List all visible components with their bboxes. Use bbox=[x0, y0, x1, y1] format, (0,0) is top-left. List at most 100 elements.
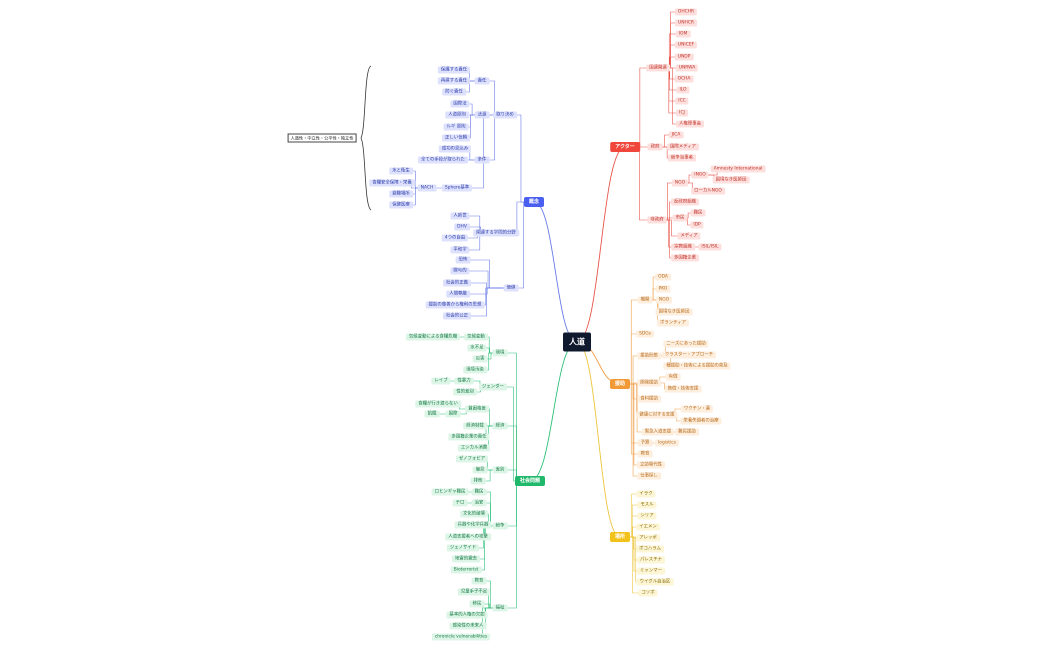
topic-node[interactable]: ロヒンギャ難民 bbox=[431, 488, 469, 496]
topic-node[interactable]: 国連関連 bbox=[646, 64, 670, 72]
topic-node[interactable]: 環境汚染 bbox=[463, 366, 487, 374]
topic-node[interactable]: イラク bbox=[636, 490, 656, 498]
topic-node[interactable]: 多国籍企業 bbox=[671, 254, 699, 262]
topic-node[interactable]: 栄養失調者の治療 bbox=[680, 417, 722, 425]
topic-node[interactable]: 平和学 bbox=[450, 246, 470, 254]
topic-node[interactable]: 人道支援者への攻撃 bbox=[445, 533, 491, 541]
topic-node[interactable]: 人権理事会 bbox=[676, 120, 704, 128]
topic-node[interactable]: ローカルNGO bbox=[691, 187, 725, 195]
topic-node[interactable]: 災害 bbox=[472, 355, 488, 363]
topic-node[interactable]: 保健医療 bbox=[389, 201, 413, 209]
topic-node[interactable]: 人間尊厳 bbox=[446, 290, 470, 298]
topic-node[interactable]: クラスター・アプローチ bbox=[661, 351, 717, 359]
topic-node[interactable]: 反政府組織 bbox=[671, 198, 699, 206]
topic-node[interactable]: 贈与的 bbox=[450, 267, 470, 275]
topic-node[interactable]: 予算 bbox=[637, 439, 653, 447]
topic-node[interactable]: 法源 bbox=[474, 111, 490, 119]
topic-node[interactable]: OHCHR bbox=[674, 8, 698, 16]
topic-node[interactable]: Bioterrorist bbox=[450, 566, 482, 574]
topic-node[interactable]: 援助の慈善から権利の思想 bbox=[425, 301, 485, 309]
topic-node[interactable]: 成功の見込み bbox=[438, 145, 472, 153]
topic-node[interactable]: 食糧が行き渡らない bbox=[415, 400, 461, 408]
summary-note[interactable]: 人道性・中立性・公平性・独立性 bbox=[287, 133, 357, 143]
topic-node[interactable]: NGO bbox=[655, 296, 673, 304]
topic-node[interactable]: 緊急人道支援 bbox=[641, 428, 675, 436]
topic-node[interactable]: 責任 bbox=[474, 77, 490, 85]
topic-node[interactable]: 宗教組織 bbox=[671, 243, 695, 251]
topic-node[interactable]: 社会的正義 bbox=[443, 279, 471, 287]
topic-node[interactable]: 差別 bbox=[492, 466, 508, 474]
topic-node[interactable]: 仕事探し bbox=[637, 472, 661, 480]
topic-node[interactable]: ILO bbox=[676, 86, 690, 94]
topic-node[interactable]: メディア bbox=[677, 232, 701, 240]
topic-node[interactable]: ウイグル自治区 bbox=[636, 578, 674, 586]
topic-node[interactable]: chronicle vulnerabilities bbox=[431, 633, 491, 641]
topic-node[interactable]: 社会的公正 bbox=[443, 312, 471, 320]
main-topic-1[interactable]: アクター bbox=[610, 142, 640, 152]
topic-node[interactable]: 避難場所 bbox=[389, 190, 413, 198]
topic-node[interactable]: 難民 bbox=[471, 488, 487, 496]
topic-node[interactable]: コソボ bbox=[638, 589, 658, 597]
topic-node[interactable]: 政府 bbox=[647, 143, 663, 151]
topic-node[interactable]: UNICEF bbox=[674, 41, 698, 49]
topic-node[interactable]: ゼノフォビア bbox=[455, 455, 489, 463]
topic-node[interactable]: UNDP bbox=[674, 53, 694, 61]
topic-node[interactable]: ニーズにあった援助 bbox=[663, 340, 709, 348]
topic-node[interactable]: OCHA bbox=[674, 75, 694, 83]
topic-node[interactable]: 文化的破壊 bbox=[460, 510, 488, 518]
topic-node[interactable]: 貧困格差 bbox=[465, 405, 489, 413]
topic-node[interactable]: 環境 bbox=[492, 349, 508, 357]
topic-node[interactable]: 移民 bbox=[469, 600, 485, 608]
topic-node[interactable]: 経済 bbox=[492, 422, 508, 430]
topic-node[interactable]: 開発援助 bbox=[637, 379, 661, 387]
topic-node[interactable]: 難民 bbox=[690, 209, 706, 217]
topic-node[interactable]: ミャンマー bbox=[637, 567, 665, 575]
topic-node[interactable]: パレスチナ bbox=[637, 556, 665, 564]
topic-node[interactable]: 全ての手段が取られた bbox=[418, 156, 468, 164]
topic-node[interactable]: IOM bbox=[675, 30, 691, 38]
topic-node[interactable]: 基本的人権の欠如 bbox=[446, 611, 488, 619]
topic-node[interactable]: 気候変動による食糧危機 bbox=[405, 333, 461, 341]
topic-node[interactable]: ODA bbox=[655, 273, 671, 281]
topic-node[interactable]: 性的差別 bbox=[453, 388, 477, 396]
topic-node[interactable]: 種援助・技術による援助の普及 bbox=[663, 362, 731, 370]
topic-node[interactable]: 水不足 bbox=[467, 344, 487, 352]
topic-node[interactable]: 紛争当事者 bbox=[668, 154, 696, 162]
topic-node[interactable]: 多国籍企業の責任 bbox=[448, 433, 490, 441]
topic-node[interactable]: ルギ 原則 bbox=[443, 123, 469, 131]
topic-node[interactable]: NACH bbox=[417, 184, 437, 192]
topic-node[interactable]: 国際メディア bbox=[666, 143, 700, 151]
topic-node[interactable]: 飢餓 bbox=[424, 410, 440, 418]
topic-node[interactable]: DHV bbox=[454, 223, 470, 231]
topic-node[interactable]: 紛争 bbox=[492, 522, 508, 530]
topic-node[interactable]: 食料援助 bbox=[637, 395, 661, 403]
topic-node[interactable]: Sphere基準 bbox=[441, 184, 473, 192]
topic-node[interactable]: 人道原則 bbox=[445, 111, 469, 119]
topic-node[interactable]: アレッポ bbox=[636, 534, 660, 542]
main-topic-4[interactable]: 社会問題 bbox=[514, 476, 546, 486]
topic-node[interactable]: JICA bbox=[668, 131, 684, 139]
topic-node[interactable]: 条件 bbox=[474, 156, 490, 164]
topic-node[interactable]: 食糧安全保障・栄養 bbox=[369, 179, 415, 187]
topic-node[interactable]: 偏見 bbox=[472, 466, 488, 474]
topic-node[interactable]: 健康に対する支援 bbox=[636, 411, 678, 419]
topic-node[interactable]: 難民援助 bbox=[675, 428, 699, 436]
topic-node[interactable]: ワクチン・薬 bbox=[680, 405, 714, 413]
topic-node[interactable]: 教育 bbox=[471, 577, 487, 585]
main-topic-0[interactable]: 概念 bbox=[523, 197, 545, 207]
topic-node[interactable]: 福祉 bbox=[492, 604, 508, 612]
topic-node[interactable]: 非政府 bbox=[647, 216, 667, 224]
topic-node[interactable]: 兵器や化学兵器 bbox=[454, 521, 492, 529]
topic-node[interactable]: INGO bbox=[691, 171, 709, 179]
topic-node[interactable]: 立助場代性 bbox=[637, 461, 665, 469]
topic-node[interactable]: ボランティア bbox=[656, 319, 690, 327]
topic-node[interactable]: 児童手子不足 bbox=[457, 588, 491, 596]
topic-node[interactable]: 無償・技術支援 bbox=[664, 385, 702, 393]
topic-node[interactable]: 国境なき医師団 bbox=[712, 176, 750, 184]
topic-node[interactable]: 水と衛生 bbox=[389, 167, 413, 175]
topic-node[interactable]: 援助形態 bbox=[637, 352, 661, 360]
topic-node[interactable]: 取り決め bbox=[493, 111, 517, 119]
topic-node[interactable]: 保護する責任 bbox=[437, 66, 471, 74]
topic-node[interactable]: logistics bbox=[655, 439, 679, 447]
topic-node[interactable]: 地雷的撤去 bbox=[452, 555, 480, 563]
